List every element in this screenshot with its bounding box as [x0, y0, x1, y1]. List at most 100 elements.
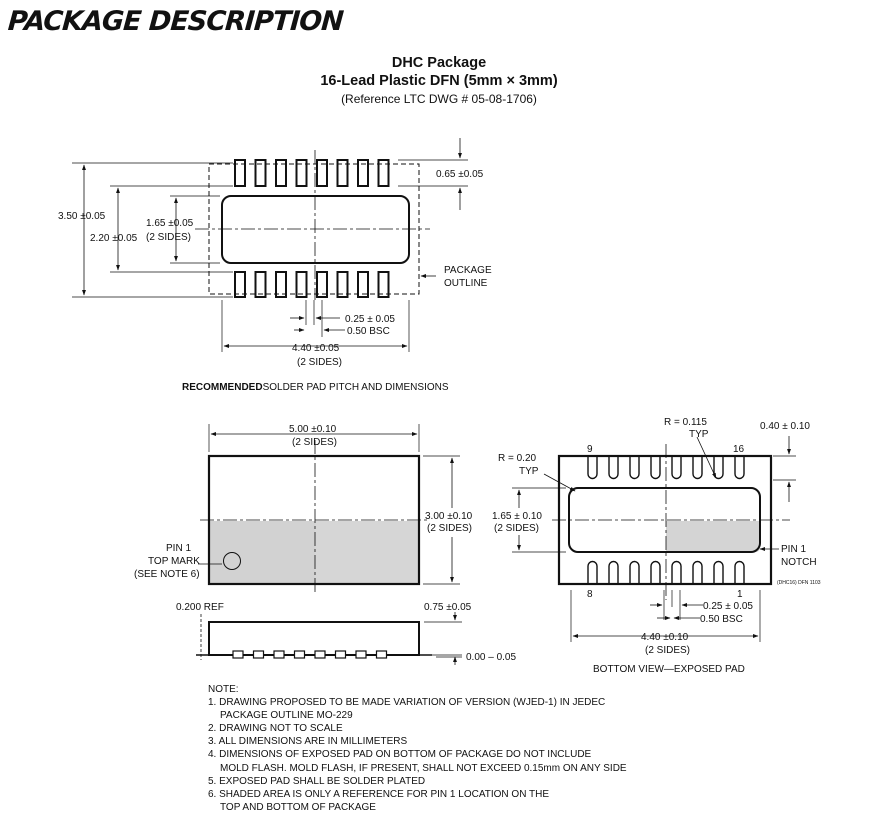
top-dim-width: 5.00 ±0.10 — [289, 424, 337, 435]
solder-pad-caption: RECOMMENDEDSOLDER PAD PITCH AND DIMENSIO… — [182, 382, 449, 393]
pin1-mark — [223, 552, 241, 570]
bottom-lead — [734, 560, 745, 583]
side-thickness: 0.75 ±0.05 — [424, 602, 472, 613]
package-subtitle: 16-Lead Plastic DFN (5mm × 3mm) — [320, 73, 558, 89]
bottom-lead — [587, 560, 598, 583]
dim-width-note: (2 SIDES) — [297, 357, 342, 368]
dim-width: 4.40 ±0.05 — [292, 343, 340, 354]
bv-dim-pad-height: 1.65 ± 0.10 — [492, 511, 542, 522]
top-view-drawing — [198, 424, 460, 592]
side-lead — [314, 650, 326, 659]
bv-dim-width: 4.40 ±0.10 — [641, 632, 689, 643]
note-line: 5. EXPOSED PAD SHALL BE SOLDER PLATED — [208, 775, 426, 787]
solder-land — [377, 271, 390, 298]
package-title: DHC Package — [391, 55, 487, 71]
side-ref: 0.200 REF — [176, 602, 224, 613]
solder-land — [377, 159, 390, 187]
solder-land — [357, 159, 369, 187]
top-dim-width-note: (2 SIDES) — [292, 437, 337, 448]
bv-dim-pitch: 0.50 BSC — [700, 614, 743, 625]
side-lead — [355, 650, 367, 659]
package-side-body — [208, 621, 420, 656]
side-standoff: 0.00 – 0.05 — [466, 652, 516, 663]
solder-land — [336, 159, 349, 187]
bottom-lead — [629, 560, 640, 583]
notes-block: NOTE: 1. DRAWING PROPOSED TO BE MADE VAR… — [208, 683, 627, 814]
note-line: MOLD FLASH. MOLD FLASH, IF PRESENT, SHAL… — [220, 762, 627, 774]
caption-rest: SOLDER PAD PITCH AND DIMENSIONS — [263, 382, 449, 393]
pin1-label-1: PIN 1 — [166, 543, 191, 554]
bottom-lead — [671, 457, 682, 480]
dim-pad-height-note: (2 SIDES) — [146, 232, 191, 243]
note-line: 2. DRAWING NOT TO SCALE — [208, 723, 343, 735]
note-line: 6. SHADED AREA IS ONLY A REFERENCE FOR P… — [208, 788, 550, 800]
note-line: 1. DRAWING PROPOSED TO BE MADE VARIATION… — [208, 697, 606, 709]
solder-land — [295, 159, 308, 187]
solder-land — [234, 159, 246, 187]
notch-label-1: PIN 1 — [781, 544, 806, 555]
solder-land — [316, 159, 328, 187]
radius-pad: R = 0.20 — [498, 453, 537, 464]
bottom-lead — [650, 560, 661, 583]
solder-land — [254, 271, 267, 298]
solder-land — [295, 271, 308, 298]
solder-land — [336, 271, 349, 298]
caption-bold: RECOMMENDED — [182, 382, 263, 393]
radius-pad-typ: TYP — [519, 466, 539, 477]
dim-inner-height: 2.20 ±0.05 — [90, 233, 138, 244]
pin1-label-2: TOP MARK — [148, 556, 200, 567]
dim-pitch: 0.50 BSC — [347, 326, 390, 337]
bottom-lead — [692, 560, 703, 583]
solder-pad-drawing — [72, 138, 468, 352]
solder-land — [316, 271, 328, 298]
top-dim-height: 3.00 ±0.10 — [425, 511, 473, 522]
dim-pad-height: 1.65 ±0.05 — [146, 218, 194, 229]
bv-dim-lead-width: 0.25 ± 0.05 — [703, 601, 753, 612]
dim-lead-length: 0.65 ±0.05 — [436, 169, 484, 180]
solder-land — [275, 271, 287, 298]
notch-label-2: NOTCH — [781, 557, 817, 568]
pin-8-label: 8 — [587, 589, 593, 600]
bottom-lead — [713, 560, 724, 583]
bottom-lead — [671, 560, 682, 583]
radius-notch-typ: TYP — [689, 429, 709, 440]
side-lead — [375, 650, 388, 659]
note-line: TOP AND BOTTOM OF PACKAGE — [220, 801, 376, 813]
note-line: NOTE: — [208, 684, 239, 695]
top-dim-height-note: (2 SIDES) — [427, 523, 472, 534]
bottom-lead — [608, 457, 619, 480]
side-view-drawing — [196, 612, 462, 665]
pin-1-label: 1 — [737, 589, 743, 600]
side-lead — [334, 650, 347, 659]
solder-lands-bottom — [234, 271, 390, 298]
bottom-lead — [734, 457, 745, 480]
outline-label-2: OUTLINE — [444, 278, 488, 289]
outline-label-1: PACKAGE — [444, 265, 492, 276]
dim-lead-len: 0.40 ± 0.10 — [760, 421, 810, 432]
package-reference: (Reference LTC DWG # 05-08-1706) — [341, 92, 537, 106]
drawing-code: (DHC16) DFN 1103 — [777, 580, 821, 586]
side-lead — [232, 650, 244, 659]
pin-9-label: 9 — [587, 444, 593, 455]
pin1-label-3: (SEE NOTE 6) — [134, 569, 200, 580]
note-line: 4. DIMENSIONS OF EXPOSED PAD ON BOTTOM O… — [208, 749, 592, 761]
bottom-leads-top — [587, 457, 745, 480]
solder-land — [357, 271, 369, 298]
radius-notch: R = 0.115 — [664, 417, 707, 428]
solder-lands-top — [234, 159, 390, 187]
bottom-lead — [629, 457, 640, 480]
side-leads — [232, 650, 388, 659]
side-lead — [293, 650, 306, 659]
bottom-lead — [692, 457, 703, 480]
note-line: PACKAGE OUTLINE MO-229 — [220, 710, 353, 722]
bottom-lead — [587, 457, 598, 480]
bottom-view-drawing — [512, 436, 796, 642]
solder-land — [275, 159, 287, 187]
bottom-view-caption: BOTTOM VIEW—EXPOSED PAD — [593, 664, 745, 675]
exposed-pad-land — [221, 195, 410, 264]
note-line: 3. ALL DIMENSIONS ARE IN MILLIMETERS — [208, 736, 408, 748]
side-lead — [252, 650, 265, 659]
bottom-lead — [650, 457, 661, 480]
bv-dim-pad-height-note: (2 SIDES) — [494, 523, 539, 534]
